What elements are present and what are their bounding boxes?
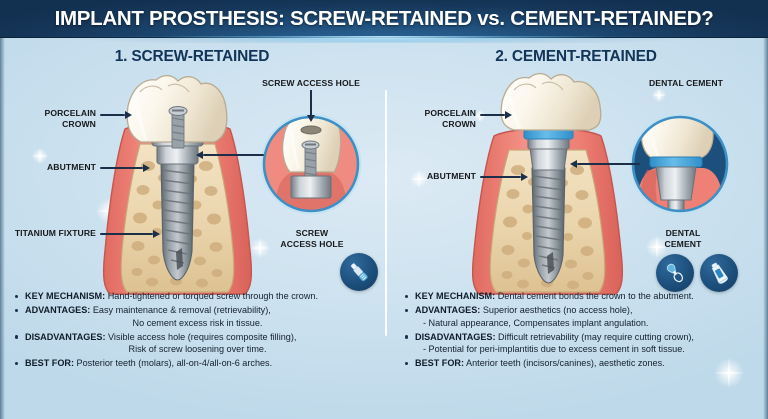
callout-porcelain-crown: PORCELAIN CROWN (44, 108, 96, 129)
bullet-label: DISADVANTAGES: (25, 331, 106, 342)
bullet-text: Posterior teeth (molars), all-on-4/all-o… (74, 358, 273, 369)
bullet-best-for: BEST FOR: Posterior teeth (molars), all-… (14, 357, 376, 370)
bullet-key-mechanism: KEY MECHANISM: Hand-tightened or torqued… (14, 290, 376, 303)
bullet-text: Dental cement bonds the crown to the abu… (495, 291, 694, 301)
bullet-label: ADVANTAGES: (415, 305, 481, 316)
bullet-best-for: BEST FOR: Anterior teeth (incisors/canin… (404, 357, 762, 370)
callout-abutment: ABUTMENT (46, 162, 96, 172)
panel-divider (385, 90, 387, 336)
bullet-text: Visible access hole (requires composite … (105, 331, 297, 342)
cement-tube-icon (700, 254, 738, 292)
bullet-text: Superior aesthetics (no access hole), (480, 305, 633, 316)
screwdriver-icon (340, 253, 378, 291)
bullet-label: KEY MECHANISM: (415, 291, 496, 301)
bullet-dot (405, 362, 409, 366)
right-edge-shadow (763, 38, 768, 419)
bullet-list-cement-retained: KEY MECHANISM: Dental cement bonds the c… (404, 290, 762, 372)
bullet-text: Anterior teeth (incisors/canines), aesth… (464, 358, 665, 369)
callout-titanium-fixture: TITANIUM FIXTURE (14, 228, 96, 238)
callout-abutment: ABUTMENT (426, 171, 476, 181)
callout-dental-cement-top: DENTAL CEMENT (648, 78, 724, 88)
screw-retained-illustration (102, 74, 362, 295)
bullet-label: KEY MECHANISM: (25, 291, 106, 301)
callout-screw-access-hole-bottom: SCREW ACCESS HOLE (280, 228, 344, 249)
callout-porcelain-crown: PORCELAIN CROWN (424, 108, 476, 129)
panel-screw-retained: 1. SCREW-RETAINED (0, 38, 384, 419)
left-edge-shadow (0, 38, 5, 419)
bullet-subline: No cement excess risk in tissue. (132, 317, 263, 328)
panel-title-cement-retained: 2. CEMENT-RETAINED (495, 48, 657, 65)
bullet-text: Difficult retrievability (may require cu… (495, 331, 694, 342)
panel-cement-retained: 2. CEMENT-RETAINED (384, 38, 768, 419)
bullet-disadvantages: DISADVANTAGES: Difficult retrievability … (404, 331, 762, 356)
bullet-text: Hand-tightened or torqued screw through … (105, 291, 318, 301)
bullet-advantages: ADVANTAGES: Easy maintenance & removal (… (14, 304, 376, 329)
page-title: IMPLANT PROSTHESIS: SCREW-RETAINED vs. C… (54, 7, 714, 30)
panels-container: 1. SCREW-RETAINED (0, 38, 768, 419)
bullet-label: BEST FOR: (415, 358, 465, 369)
bullet-list-screw-retained: KEY MECHANISM: Hand-tightened or torqued… (14, 290, 376, 372)
bullet-label: DISADVANTAGES: (415, 331, 496, 342)
bullet-dot (405, 335, 409, 339)
bullet-dot (15, 335, 19, 339)
bullet-label: BEST FOR: (25, 358, 75, 369)
callout-screw-access-hole-top: SCREW ACCESS HOLE (262, 78, 360, 88)
bullet-subline: Risk of screw loosening over time. (128, 344, 267, 355)
arrow-screw-access-hole (307, 90, 315, 122)
bullet-text: Easy maintenance & removal (retrievabili… (90, 305, 271, 316)
bullet-advantages: ADVANTAGES: Superior aesthetics (no acce… (404, 304, 762, 329)
bullet-label: ADVANTAGES: (25, 305, 91, 316)
bullet-dot (405, 308, 409, 313)
bullet-dot (405, 294, 409, 298)
bullet-subline: - Potential for peri-implantitis due to … (423, 344, 685, 355)
bullet-disadvantages: DISADVANTAGES: Visible access hole (requ… (14, 331, 376, 356)
bullet-dot (15, 308, 19, 313)
cement-retained-illustration (471, 72, 731, 295)
panel-title-screw-retained: 1. SCREW-RETAINED (114, 48, 270, 65)
cement-spatula-icon (656, 254, 694, 292)
bullet-subline: - Natural appearance, Compensates implan… (423, 317, 649, 328)
callout-dental-cement-bottom: DENTAL CEMENT (664, 228, 702, 249)
bullet-dot (15, 362, 19, 366)
bullet-dot (15, 294, 19, 298)
bullet-key-mechanism: KEY MECHANISM: Dental cement bonds the c… (404, 290, 762, 303)
